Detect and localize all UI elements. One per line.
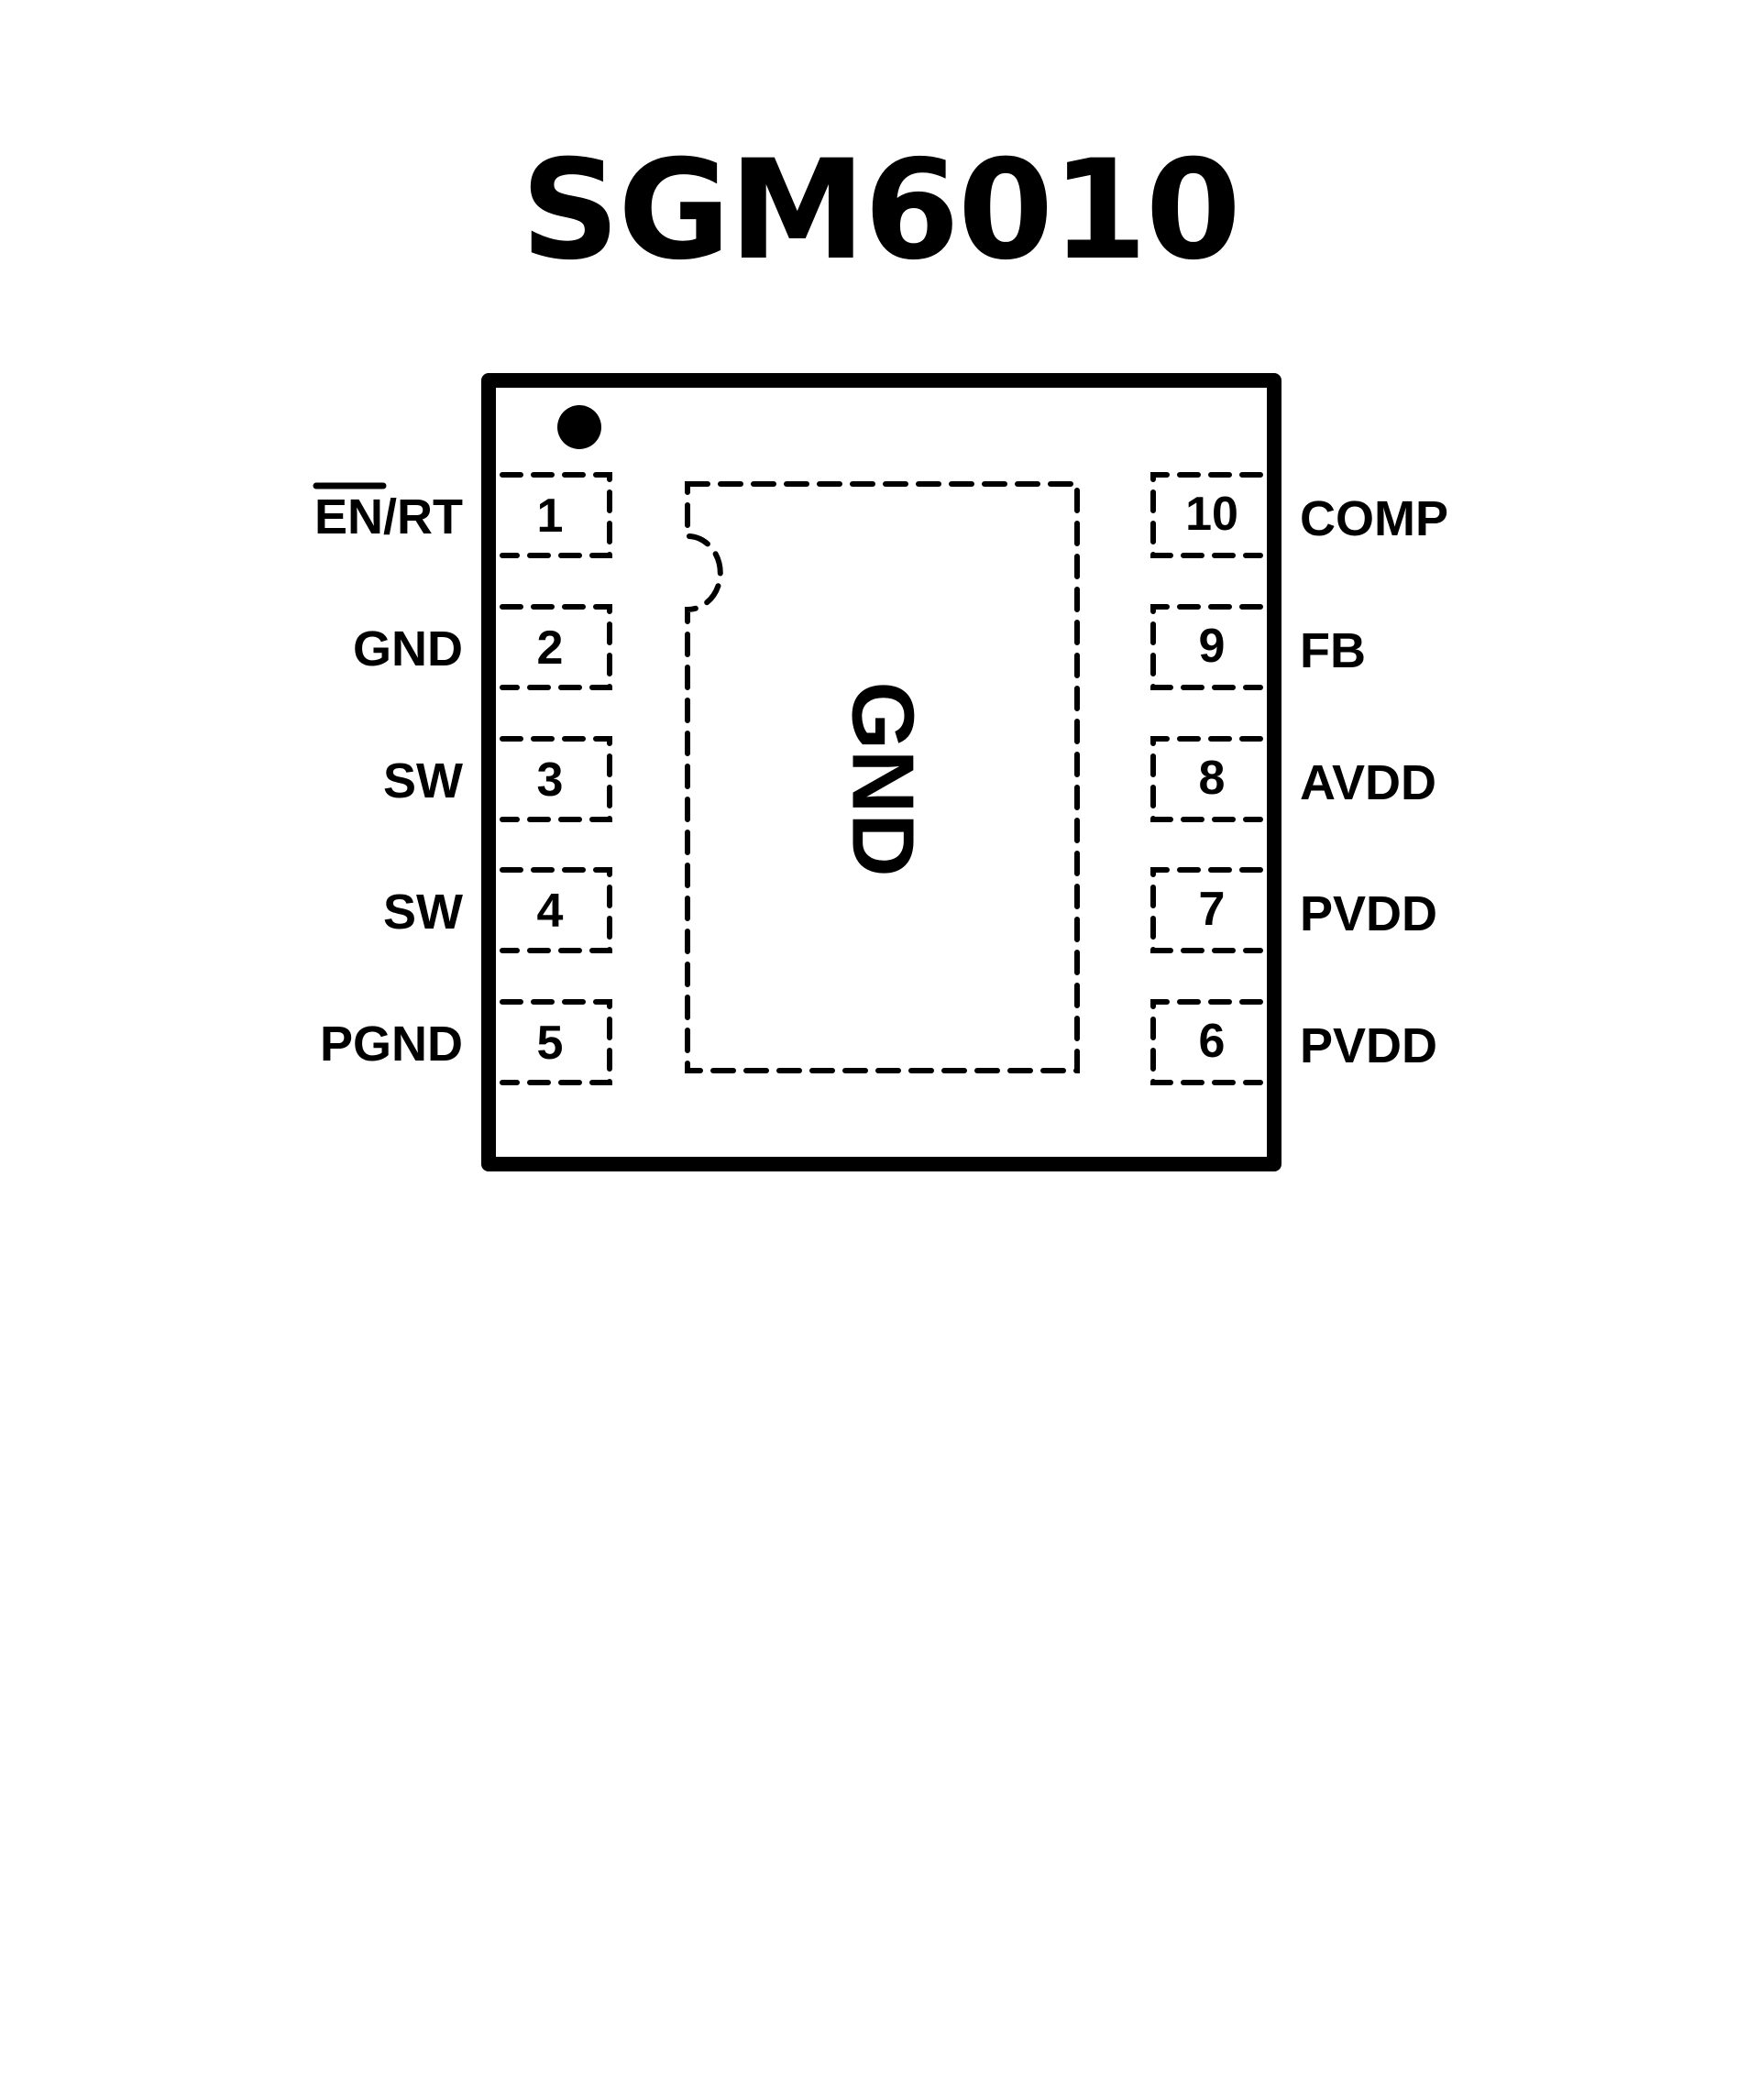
pin-9: 9 FB bbox=[1150, 604, 1366, 690]
pin-name-rest: /RT bbox=[383, 489, 463, 544]
pin-4: 4 SW bbox=[383, 867, 612, 953]
pin-number: 7 bbox=[1199, 883, 1226, 936]
pin-name: EN/RT bbox=[314, 489, 463, 544]
pin-name: SW bbox=[383, 753, 463, 808]
pin-8: 8 AVDD bbox=[1150, 736, 1436, 822]
pin-number: 9 bbox=[1199, 620, 1226, 673]
pin-number: 6 bbox=[1199, 1015, 1226, 1068]
pin-number: 5 bbox=[537, 1017, 564, 1070]
pin-number: 1 bbox=[537, 489, 564, 543]
pin-name: AVDD bbox=[1300, 755, 1436, 810]
exposed-pad-outline bbox=[685, 481, 1080, 1073]
pin-name: PGND bbox=[320, 1017, 463, 1072]
pin-10: 10 COMP bbox=[1150, 472, 1448, 558]
pin-3: 3 SW bbox=[383, 736, 612, 822]
pin-7: 7 PVDD bbox=[1150, 867, 1437, 953]
exposed-pad-label: GND bbox=[834, 681, 932, 876]
pin-number: 10 bbox=[1185, 488, 1238, 541]
pin-number: 3 bbox=[537, 753, 564, 807]
pin-name: COMP bbox=[1300, 491, 1448, 546]
pin-number: 4 bbox=[537, 885, 564, 938]
package-outline bbox=[481, 373, 1282, 1171]
pin-name: FB bbox=[1300, 623, 1366, 678]
pin-2: 2 GND bbox=[353, 604, 612, 690]
pin-name: GND bbox=[353, 621, 463, 676]
pin-number: 2 bbox=[537, 621, 564, 675]
pin-name: PVDD bbox=[1300, 886, 1437, 941]
pin-name: SW bbox=[383, 885, 463, 940]
pin-number: 8 bbox=[1199, 752, 1226, 805]
pin-1: 1 EN/RT bbox=[313, 472, 612, 558]
pin1-dot-icon bbox=[557, 405, 601, 449]
pin-6: 6 PVDD bbox=[1150, 999, 1437, 1085]
pin-name-overbar-part: EN bbox=[314, 489, 383, 544]
pin-5: 5 PGND bbox=[320, 999, 612, 1085]
chip-title: SGM6010 bbox=[521, 131, 1241, 291]
pin-name: PVDD bbox=[1300, 1018, 1437, 1073]
